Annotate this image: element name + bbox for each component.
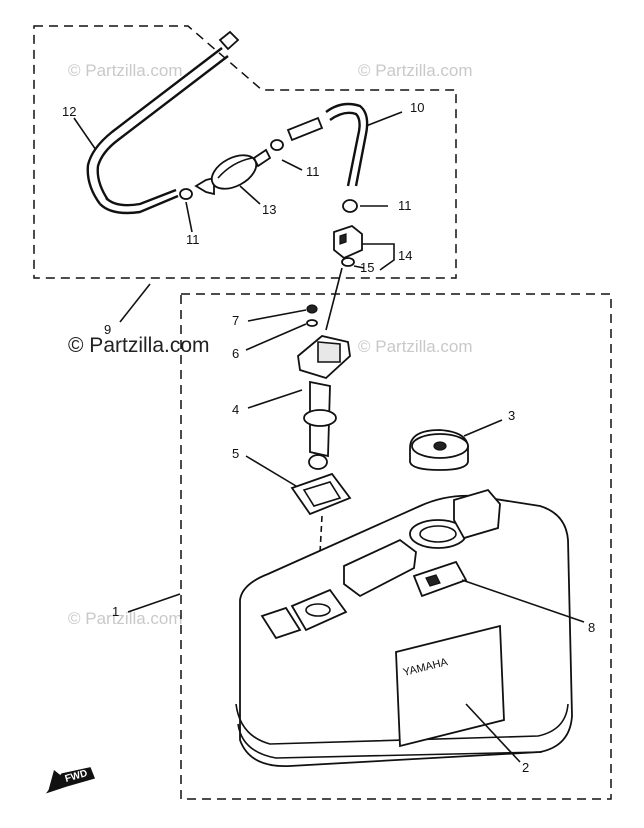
- watermark: © Partzilla.com: [358, 61, 473, 80]
- hose-clamp: [342, 199, 358, 213]
- callout-11: 11: [398, 198, 412, 213]
- callout-11: 11: [186, 232, 200, 247]
- vent-handle: [453, 488, 501, 540]
- fuel-cap-3: [409, 429, 469, 471]
- hose-kit-outline: [33, 25, 457, 279]
- callout-10: 10: [410, 100, 424, 115]
- watermark: © Partzilla.com: [68, 609, 183, 628]
- callout-4: 4: [232, 402, 239, 417]
- callout-12: 12: [62, 104, 76, 119]
- watermarks-faint: © Partzilla.com © Partzilla.com © Partzi…: [68, 61, 473, 628]
- callout-14: 14: [398, 248, 412, 263]
- pickup-seat: [290, 588, 348, 632]
- fuel-hose-kit: [86, 30, 369, 267]
- hose-10: [325, 102, 369, 187]
- callout-3: 3: [508, 408, 515, 423]
- callout-13: 13: [262, 202, 276, 217]
- callout-numbers: 12 10 11 11 11 13 14 15 9 7 6 4 5 3 8 1 …: [62, 100, 595, 775]
- watermark: © Partzilla.com: [358, 337, 473, 356]
- callout-15: 15: [360, 260, 374, 275]
- callout-5: 5: [232, 446, 239, 461]
- hose-clamp: [179, 188, 193, 200]
- connector-tip: [218, 30, 240, 51]
- callout-1: 1: [112, 604, 119, 619]
- hose-12: [86, 47, 223, 205]
- hose-short: [286, 116, 324, 142]
- hose-clamp: [270, 139, 284, 151]
- callout-11: 11: [306, 164, 320, 179]
- fuel-tank-body: YAMAHA: [235, 488, 573, 767]
- gauge-window: [412, 560, 468, 598]
- nut-7: [306, 304, 318, 314]
- callout-9: 9: [104, 322, 111, 337]
- watermark-main: © Partzilla.com: [68, 334, 210, 357]
- connector-14: [333, 224, 363, 267]
- callout-7: 7: [232, 313, 239, 328]
- washer-6: [306, 319, 318, 327]
- leaders-upper: [73, 111, 403, 323]
- gasket-5: [290, 472, 352, 516]
- fuel-joint-4: [297, 335, 351, 470]
- callout-6: 6: [232, 346, 239, 361]
- tank-assembly-outline: [180, 293, 612, 800]
- fwd-arrow-icon: FWD: [45, 767, 96, 794]
- callout-2: 2: [522, 760, 529, 775]
- callout-8: 8: [588, 620, 595, 635]
- leaders-lower: [127, 309, 585, 763]
- watermark: © Partzilla.com: [68, 61, 183, 80]
- tank-handle: [343, 538, 417, 598]
- connection-line: [325, 267, 343, 331]
- primer-bulb: [194, 148, 272, 196]
